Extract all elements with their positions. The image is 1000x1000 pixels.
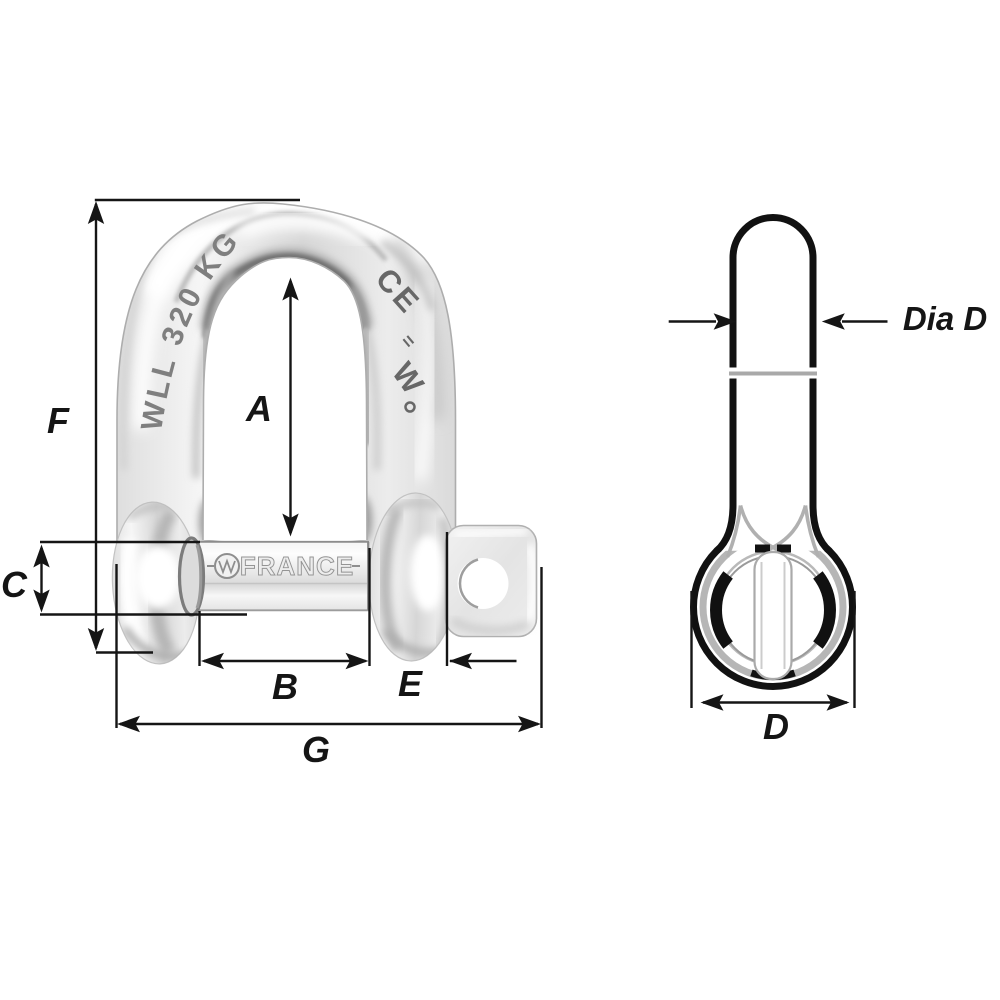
svg-text:C: C: [1, 564, 28, 605]
svg-text:Dia D: Dia D: [903, 300, 987, 337]
svg-text:D: D: [763, 706, 789, 747]
svg-text:A: A: [245, 388, 272, 429]
svg-text:G: G: [302, 729, 330, 770]
svg-text:F: F: [47, 400, 70, 441]
svg-text:E: E: [398, 663, 423, 704]
svg-text:B: B: [272, 666, 298, 707]
svg-text:FRANCE: FRANCE: [240, 551, 354, 581]
